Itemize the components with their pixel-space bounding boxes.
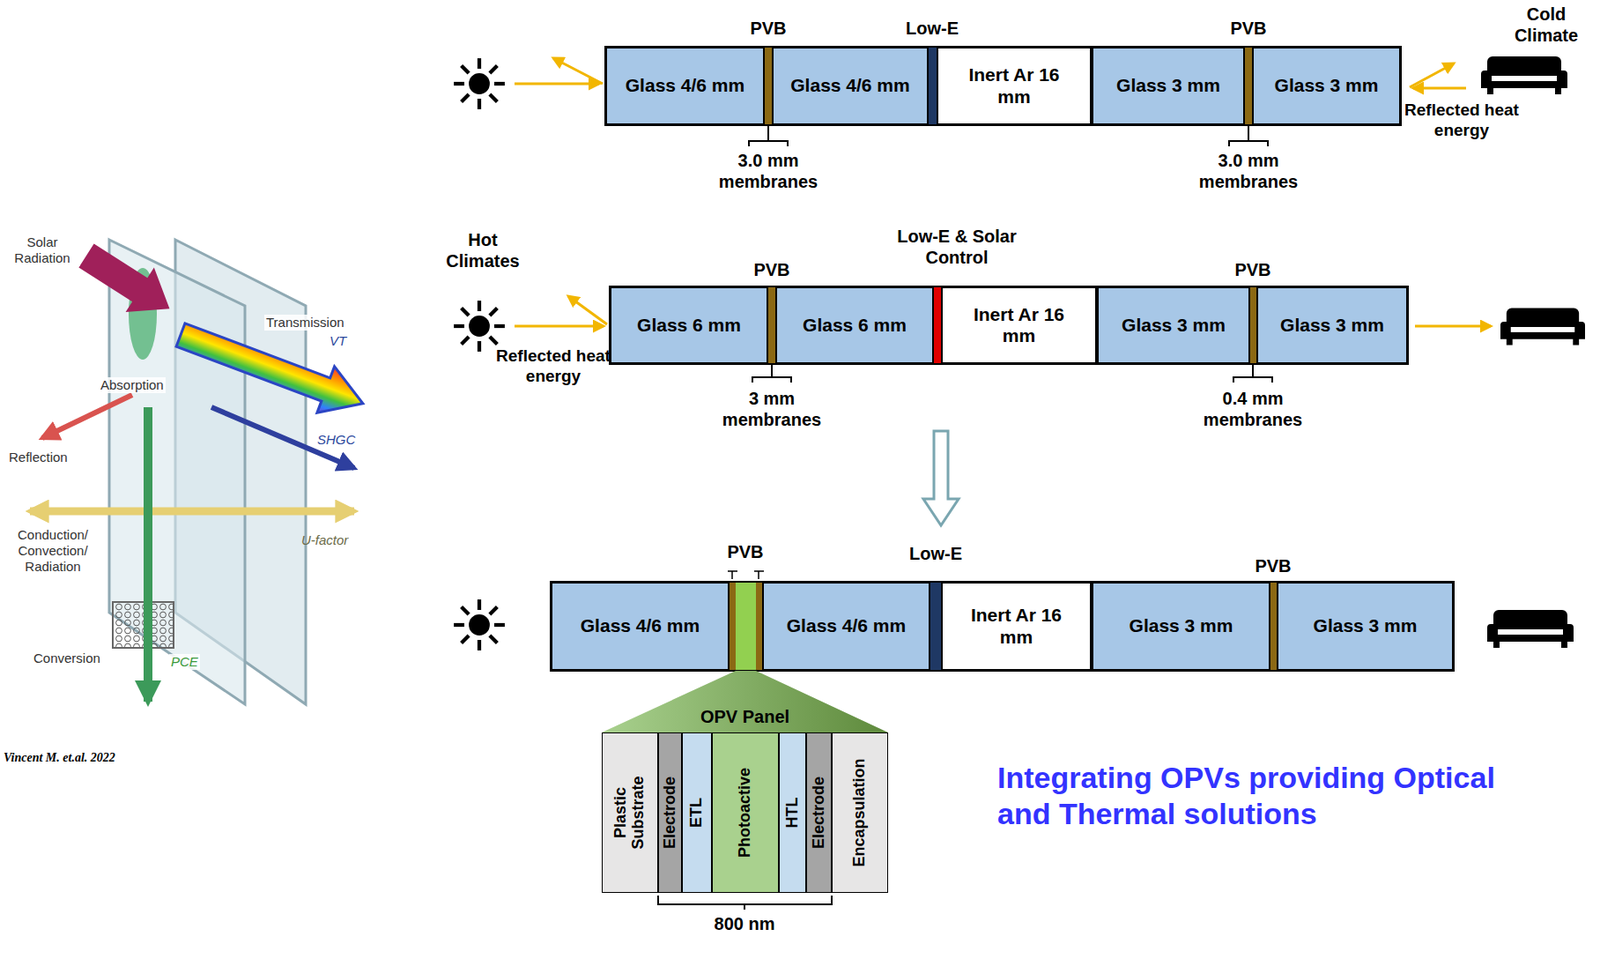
opv-sublayer: ETL xyxy=(681,732,712,893)
glass-layer: Glass 3 mm xyxy=(1251,46,1401,126)
layer-label: Glass 3 mm xyxy=(1129,614,1234,637)
hot-climate-glazing xyxy=(453,286,1586,526)
opv-panel-title: OPV Panel xyxy=(601,705,889,727)
text-label: PVB xyxy=(1229,17,1267,39)
glass-layer: Glass 3 mm xyxy=(1091,581,1271,671)
glass-layer: Glass 4/6 mm xyxy=(550,581,730,671)
text-label: PVB xyxy=(753,259,790,281)
glass-layer: Glass 6 mm xyxy=(775,286,934,364)
text-label: SHGC xyxy=(317,431,356,448)
text-label: Conduction/ Convection/ Radiation xyxy=(2,526,104,575)
layer-label: Inert Ar 16 mm xyxy=(968,604,1066,647)
text-label: VT xyxy=(327,333,349,349)
opv-sublayer: Electrode xyxy=(806,732,832,893)
text-label: PVB xyxy=(1234,259,1271,281)
opv-integrated-glazing xyxy=(453,570,1574,910)
glass-layer: Inert Ar 16 mm xyxy=(940,581,1092,671)
opv-sublayer: Encapsulation xyxy=(831,732,889,893)
layer-label: Inert Ar 16 mm xyxy=(965,64,1063,107)
text-label: Vincent M. et.al. 2022 xyxy=(3,750,116,766)
layer-label: Glass 6 mm xyxy=(802,314,907,336)
text-label: 800 nm xyxy=(714,912,776,934)
window-illustration xyxy=(29,233,372,704)
text-label: Hot Climates xyxy=(438,229,527,272)
sublayer-label: Electrode xyxy=(661,737,680,888)
text-label: 3.0 mm membranes xyxy=(715,149,822,193)
text-label: PVB xyxy=(749,17,786,39)
layer-label: Glass 4/6 mm xyxy=(786,614,906,637)
text-label: Low-E xyxy=(909,542,963,564)
glass-layer: Glass 6 mm xyxy=(609,286,769,364)
layer-label: Glass 3 mm xyxy=(1274,74,1379,97)
glass-layer: Glass 4/6 mm xyxy=(762,581,931,671)
text-label: Cold Climate xyxy=(1502,3,1591,46)
layer-label: Glass 6 mm xyxy=(637,314,741,336)
opv-sublayer: Plastic Substrate xyxy=(601,732,659,893)
opv-sublayer: Photoactive xyxy=(711,732,779,893)
text-label: Low-E & Solar Control xyxy=(886,225,1028,268)
layer-label: Glass 3 mm xyxy=(1116,74,1221,97)
sublayer-label: HTL xyxy=(784,737,802,888)
text-label: Low-E xyxy=(905,17,959,39)
text-label: Reflected heat energy xyxy=(1402,100,1522,141)
opv-sublayer: HTL xyxy=(778,732,807,893)
glass-layer: Glass 3 mm xyxy=(1096,286,1251,364)
text-label: 3 mm membranes xyxy=(718,387,825,430)
sublayer-label: Encapsulation xyxy=(851,737,869,888)
text-label: Conversion xyxy=(33,650,101,667)
glass-layer: Glass 4/6 mm xyxy=(771,46,929,126)
cold-climate-glazing xyxy=(453,46,1568,147)
opv-trapezoid-shape xyxy=(601,670,889,733)
layer-label: Glass 3 mm xyxy=(1313,614,1418,637)
layer-label: Inert Ar 16 mm xyxy=(970,303,1068,347)
text-label: Integrating OPVs providing Optical and T… xyxy=(997,759,1526,832)
glass-layer: Glass 3 mm xyxy=(1276,581,1454,671)
text-label: Solar Radiation xyxy=(4,234,81,267)
layer-label: Glass 4/6 mm xyxy=(790,74,910,97)
text-label: 0.4 mm membranes xyxy=(1200,387,1306,430)
text-label: PVB xyxy=(726,540,763,563)
glass-layer: Inert Ar 16 mm xyxy=(936,46,1092,126)
glass-layer: Glass 4/6 mm xyxy=(605,46,765,126)
layer-label: Glass 3 mm xyxy=(1121,314,1226,336)
layer-label: Glass 4/6 mm xyxy=(580,614,700,637)
layer-label: Glass 4/6 mm xyxy=(625,74,745,97)
sublayer-label: Plastic Substrate xyxy=(612,763,648,861)
text-label: Reflected heat energy xyxy=(494,346,614,387)
text-label: PCE xyxy=(169,653,200,670)
opv-sublayer: Electrode xyxy=(658,732,682,893)
sublayer-label: Electrode xyxy=(810,737,829,888)
text-label: Reflection xyxy=(8,449,68,466)
glass-layer: Glass 3 mm xyxy=(1256,286,1408,364)
text-label: Transmission xyxy=(264,314,347,331)
text-label: 3.0 mm membranes xyxy=(1195,149,1302,193)
text-label: Absorption xyxy=(98,377,166,393)
sublayer-label: Photoactive xyxy=(736,737,755,888)
glass-layer: Glass 3 mm xyxy=(1091,46,1245,126)
text-label: U-factor xyxy=(301,532,349,549)
opv-panel: OPV PanelPlastic Substrate Electrode ETL Ph… xyxy=(601,670,889,893)
layer-label: Glass 3 mm xyxy=(1280,314,1385,336)
sublayer-label: ETL xyxy=(688,737,706,888)
text-label: PVB xyxy=(1254,555,1291,577)
glass-layer: Inert Ar 16 mm xyxy=(940,286,1097,364)
